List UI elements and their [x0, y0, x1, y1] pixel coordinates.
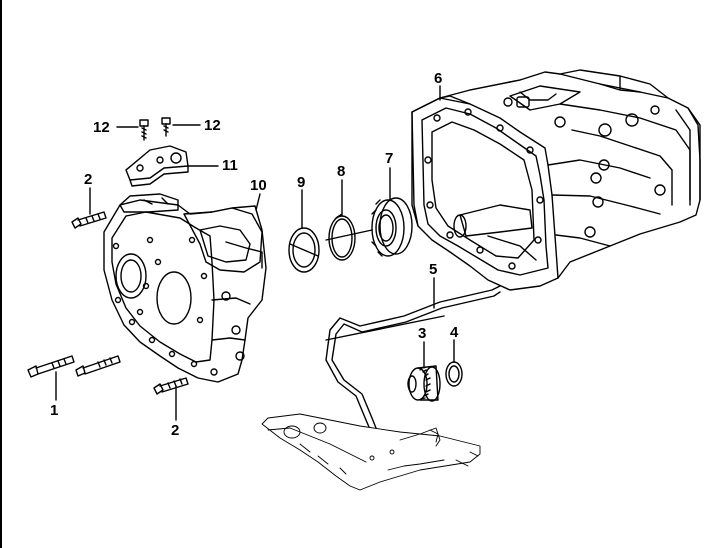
- callout-7: 7: [385, 150, 394, 167]
- callout-10: 10: [250, 177, 267, 194]
- bracket: [125, 145, 219, 187]
- callout-12-left: 12: [93, 119, 110, 136]
- front-cover: [103, 193, 267, 383]
- callout-1: 1: [50, 402, 59, 419]
- gear-3: [407, 341, 441, 402]
- bearing-7: [371, 167, 413, 257]
- pipe-5: [325, 277, 501, 463]
- callout-4: 4: [450, 324, 459, 341]
- bolts-1: [27, 355, 121, 401]
- seal-ring-9: [288, 189, 320, 273]
- shaft-axis: [325, 229, 373, 241]
- lower-housing-partial: [261, 413, 481, 491]
- callout-2-lower: 2: [171, 422, 180, 439]
- washer-4: [445, 339, 463, 387]
- cover-bore-right: [156, 271, 192, 325]
- housing-bosses: [503, 97, 666, 238]
- callout-3: 3: [418, 325, 427, 342]
- bolt-2-lower: [153, 377, 189, 421]
- bolt-head: [139, 119, 149, 127]
- bolt-2-upper: [71, 187, 107, 229]
- callout-5: 5: [429, 261, 438, 278]
- callout-9: 9: [297, 174, 306, 191]
- callout-2-upper: 2: [84, 171, 93, 188]
- gearbox-housing: [411, 69, 701, 291]
- cover-bore-left: [115, 253, 147, 299]
- callout-8: 8: [337, 163, 346, 180]
- snap-ring-8: [328, 179, 356, 261]
- leader-10: [255, 193, 261, 211]
- flange-bolt-holes: [424, 108, 544, 270]
- callout-11: 11: [222, 157, 238, 174]
- cover-bolt-holes: [112, 236, 245, 376]
- callout-12-right: 12: [204, 117, 221, 134]
- bolts-12: [116, 117, 201, 141]
- frame-border: [0, 0, 2, 548]
- callout-6: 6: [434, 70, 443, 87]
